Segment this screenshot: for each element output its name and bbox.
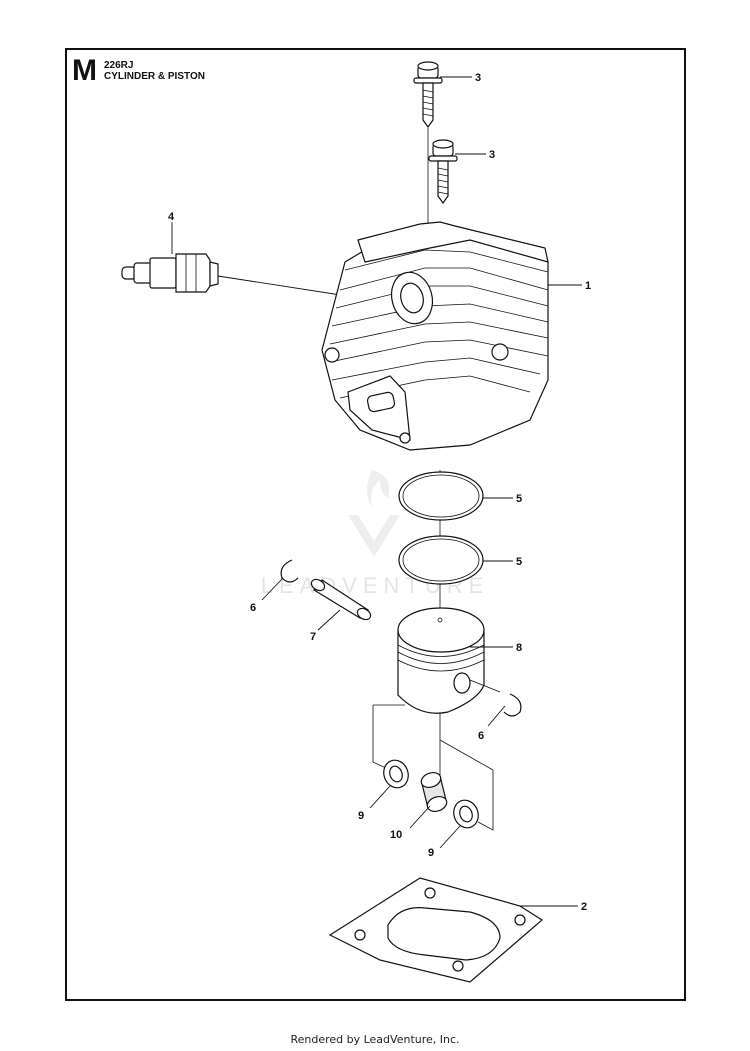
callout-4: 4: [168, 211, 175, 223]
leader-line-7: [317, 609, 341, 631]
bracket-line-right: [439, 739, 494, 831]
model-number: 226RJ: [104, 60, 134, 71]
leader-line-6b: [487, 705, 506, 727]
callout-2: 2: [581, 901, 587, 913]
callout-8: 8: [516, 642, 522, 654]
callout-6-right: 6: [478, 730, 484, 742]
piston-ring-lower: [398, 535, 484, 585]
leader-line-9b: [439, 825, 461, 849]
cylinder: [321, 221, 549, 451]
callout-5-lower: 5: [516, 556, 522, 568]
callout-3-lower: 3: [489, 149, 495, 161]
piston-ring-upper: [398, 471, 484, 521]
watermark-v-icon: [348, 515, 400, 557]
circlip-right: [503, 693, 522, 717]
callout-10: 10: [390, 829, 402, 841]
spark-plug: [121, 253, 219, 293]
circlip-left: [280, 559, 299, 583]
needle-bearing: [420, 771, 448, 813]
piston: [397, 607, 485, 714]
cylinder-bolt-lower: [428, 139, 458, 205]
callout-5-upper: 5: [516, 493, 522, 505]
callout-6-left: 6: [250, 602, 256, 614]
footer-credit: Rendered by LeadVenture, Inc.: [290, 1033, 460, 1046]
diagram-frame: [65, 48, 686, 1001]
callout-1: 1: [585, 280, 591, 292]
callout-7: 7: [310, 631, 316, 643]
callout-3-upper: 3: [475, 72, 481, 84]
section-letter: M: [72, 54, 97, 87]
cylinder-bolt-upper: [413, 61, 443, 129]
leader-line-10: [409, 805, 431, 829]
callout-9-left: 9: [358, 810, 364, 822]
piston-pin: [310, 578, 372, 621]
watermark-flame-icon: [367, 470, 390, 508]
bracket-line-left: [372, 705, 387, 769]
callout-9-right: 9: [428, 847, 434, 859]
thrust-washer-right: [453, 799, 479, 829]
leader-line-piston-clip: [469, 679, 501, 693]
leader-line-9a: [369, 785, 391, 809]
thrust-washer-left: [383, 759, 409, 789]
section-title: CYLINDER & PISTON: [104, 71, 205, 82]
cylinder-gasket: [328, 877, 544, 983]
leader-line-6a: [261, 577, 284, 601]
